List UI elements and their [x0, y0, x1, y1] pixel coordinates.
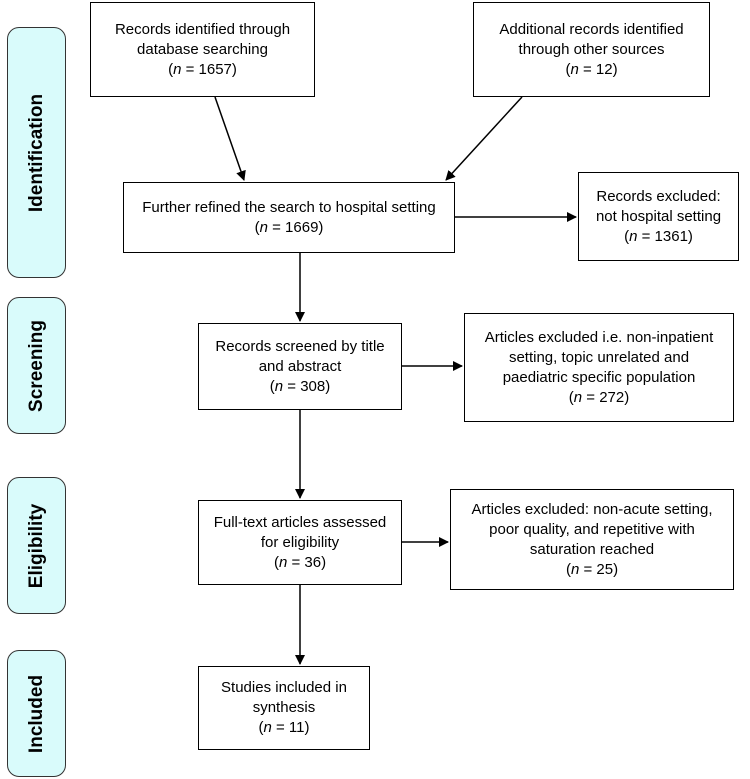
- box-excluded-screen-line-3: paediatric specific population: [502, 368, 696, 386]
- n-symbol: n: [278, 553, 288, 571]
- box-database-search-count: = 1657): [185, 60, 237, 78]
- box-fulltext-line-1: Full-text articles assessed: [213, 513, 387, 531]
- box-refined-count: = 1669): [272, 218, 324, 236]
- box-excluded-hospital: Records excluded: not hospital setting (…: [578, 172, 739, 261]
- box-database-search-line-2: database searching: [137, 40, 268, 58]
- n-symbol: n: [274, 377, 284, 395]
- box-refined-line-1: Further refined the search to hospital s…: [142, 198, 436, 216]
- n-symbol: n: [629, 227, 638, 245]
- box-screened-line-1: Records screened by title: [215, 337, 385, 355]
- box-excluded-screen-line-2: setting, topic unrelated and: [508, 348, 690, 366]
- box-fulltext: Full-text articles assessed for eligibil…: [198, 500, 402, 585]
- box-included-count: = 11): [276, 719, 310, 736]
- box-other-sources: Additional records identified through ot…: [473, 2, 710, 97]
- phase-included: Included: [7, 650, 66, 777]
- box-excluded-fulltext-line-1: Articles excluded: non-acute setting,: [471, 500, 713, 518]
- box-database-search: Records identified through database sear…: [90, 2, 315, 97]
- box-excluded-hospital-line-2: not hospital setting: [595, 207, 722, 225]
- n-symbol: n: [570, 60, 579, 78]
- box-excluded-fulltext-count: = 25): [583, 560, 619, 578]
- box-fulltext-line-2: for eligibility: [260, 533, 340, 551]
- box-excluded-hospital-line-1: Records excluded:: [596, 187, 721, 205]
- phase-identification: Identification: [7, 27, 66, 278]
- box-other-sources-count: = 12): [582, 60, 618, 78]
- box-refined: Further refined the search to hospital s…: [123, 182, 455, 253]
- box-excluded-screen-line-1: Articles excluded i.e. non-inpatient: [484, 328, 714, 346]
- phase-eligibility: Eligibility: [7, 477, 66, 614]
- box-other-sources-line-1: Additional records identified: [499, 20, 684, 38]
- box-excluded-screen: Articles excluded i.e. non-inpatient set…: [464, 313, 734, 422]
- n-symbol: n: [173, 60, 182, 78]
- box-other-sources-line-2: through other sources: [518, 40, 665, 58]
- box-excluded-fulltext-line-3: saturation reached: [529, 540, 655, 558]
- n-symbol: n: [263, 719, 272, 736]
- box-included: Studies included in synthesis (n = 11): [198, 666, 370, 750]
- box-included-line-1: Studies included in: [221, 679, 347, 696]
- box-screened-count: = 308): [287, 377, 331, 395]
- box-fulltext-count: = 36): [291, 553, 327, 571]
- box-database-search-line-1: Records identified through: [114, 20, 291, 38]
- arrow-other-to-refined: [445, 96, 523, 181]
- box-excluded-fulltext-line-2: poor quality, and repetitive with: [489, 520, 695, 538]
- n-symbol: n: [573, 388, 583, 406]
- box-excluded-hospital-count: = 1361): [641, 227, 693, 245]
- box-included-line-2: synthesis: [252, 699, 316, 716]
- box-screened-line-2: and abstract: [258, 357, 342, 375]
- arrow-database-to-refined: [214, 96, 246, 181]
- n-symbol: n: [570, 560, 580, 578]
- box-excluded-screen-count: = 272): [586, 388, 630, 406]
- phase-screening: Screening: [7, 297, 66, 434]
- box-excluded-fulltext: Articles excluded: non-acute setting, po…: [450, 489, 734, 590]
- box-screened: Records screened by title and abstract (…: [198, 323, 402, 410]
- n-symbol: n: [259, 218, 268, 236]
